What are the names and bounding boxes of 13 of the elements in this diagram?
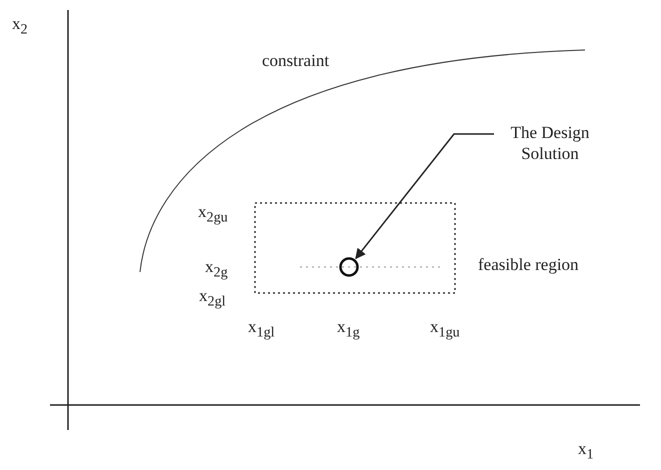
tick-label: x$_{2gu}$	[198, 203, 228, 226]
leader-arrow	[355, 133, 494, 260]
axis-label: x$_{1}$	[578, 440, 594, 463]
tick-label: x$_{1g}$	[337, 318, 360, 341]
design-point-circle	[339, 257, 359, 277]
tick-label: x$_{2g}$	[205, 258, 228, 281]
axis-label: x$_{2}$	[12, 15, 28, 38]
callout-text: The Design Solution	[490, 122, 610, 164]
tick-label: x$_{1gu}$	[430, 318, 460, 341]
curve-label: constraint	[262, 52, 330, 71]
region-label: feasible region	[478, 256, 579, 275]
tick-label: x$_{1gl}$	[248, 318, 275, 341]
tick-label: x$_{2gl}$	[199, 287, 226, 310]
